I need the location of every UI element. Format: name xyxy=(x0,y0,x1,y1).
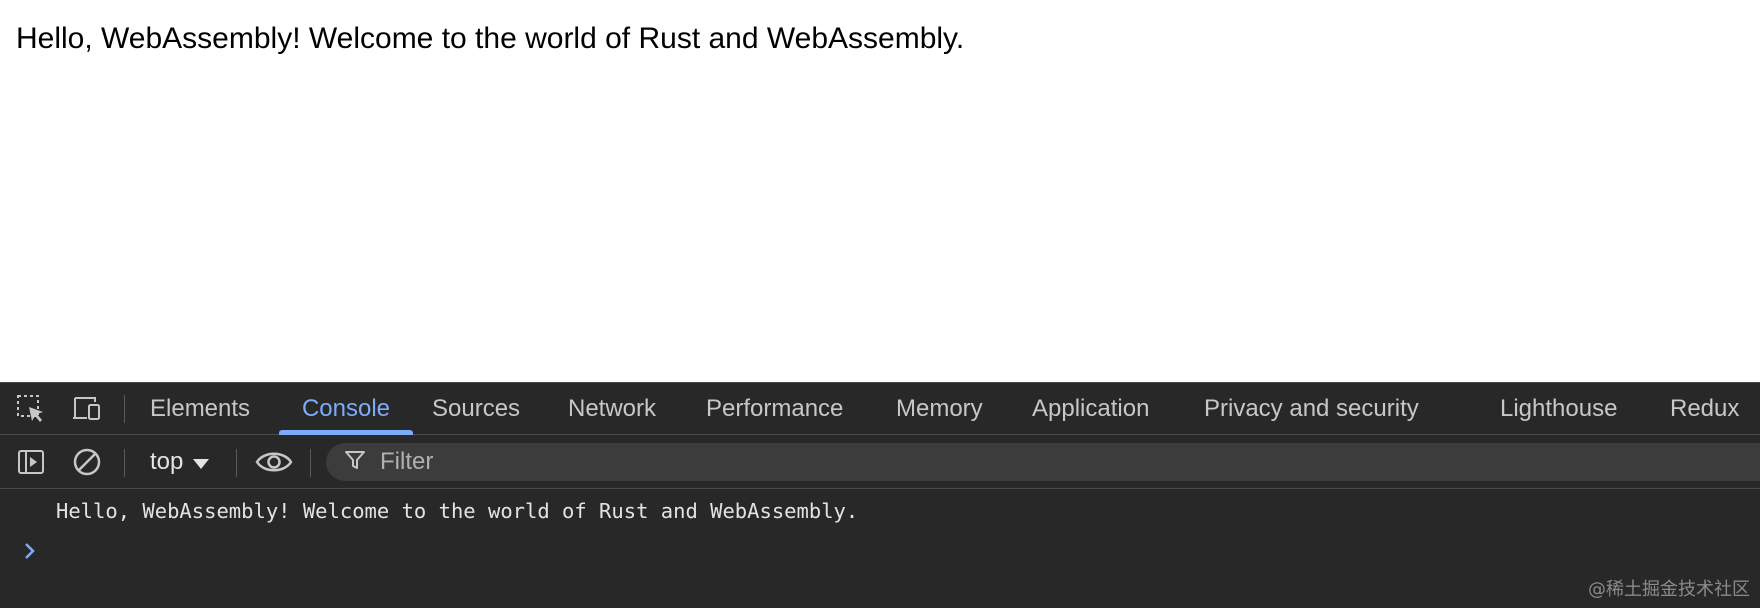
toolbar-divider xyxy=(124,395,125,423)
page-viewport: Hello, WebAssembly! Welcome to the world… xyxy=(16,22,965,55)
tab-application[interactable]: Application xyxy=(1032,395,1150,422)
tab-privacy-and-security[interactable]: Privacy and security xyxy=(1204,395,1419,422)
filter-icon xyxy=(344,449,366,476)
context-label: top xyxy=(150,448,184,475)
show-sidebar-icon[interactable] xyxy=(14,445,48,479)
caret-down-icon xyxy=(193,458,210,469)
tab-sources[interactable]: Sources xyxy=(432,395,521,422)
console-log-message: Hello, WebAssembly! Welcome to the world… xyxy=(56,499,859,523)
live-expression-eye-icon[interactable] xyxy=(254,445,294,479)
page-text: Hello, WebAssembly! Welcome to the world… xyxy=(16,22,965,55)
devtools-tabbar: Elements Console Sources Network Perform… xyxy=(0,383,1760,435)
toolbar-divider xyxy=(310,449,311,477)
console-toolbar: top xyxy=(0,435,1760,489)
tab-console[interactable]: Console xyxy=(279,383,413,435)
toolbar-divider xyxy=(236,449,237,477)
clear-console-icon[interactable] xyxy=(70,445,104,479)
toolbar-divider xyxy=(124,449,125,477)
tab-performance[interactable]: Performance xyxy=(706,395,844,422)
console-output[interactable]: Hello, WebAssembly! Welcome to the world… xyxy=(0,489,1760,609)
filter-box[interactable] xyxy=(326,443,1760,481)
devtools-panel: Elements Console Sources Network Perform… xyxy=(0,382,1760,608)
device-toolbar-icon[interactable] xyxy=(70,393,104,425)
tab-redux[interactable]: Redux xyxy=(1670,395,1740,422)
tab-memory[interactable]: Memory xyxy=(896,395,983,422)
execution-context-select[interactable]: top xyxy=(140,445,219,479)
tab-lighthouse[interactable]: Lighthouse xyxy=(1500,395,1618,422)
watermark: @稀土掘金技术社区 xyxy=(1588,579,1750,600)
filter-input[interactable] xyxy=(380,448,980,476)
inspect-element-icon[interactable] xyxy=(14,393,48,425)
chevron-right-icon[interactable] xyxy=(20,539,40,563)
tab-elements[interactable]: Elements xyxy=(150,395,251,422)
tab-network[interactable]: Network xyxy=(568,395,657,422)
